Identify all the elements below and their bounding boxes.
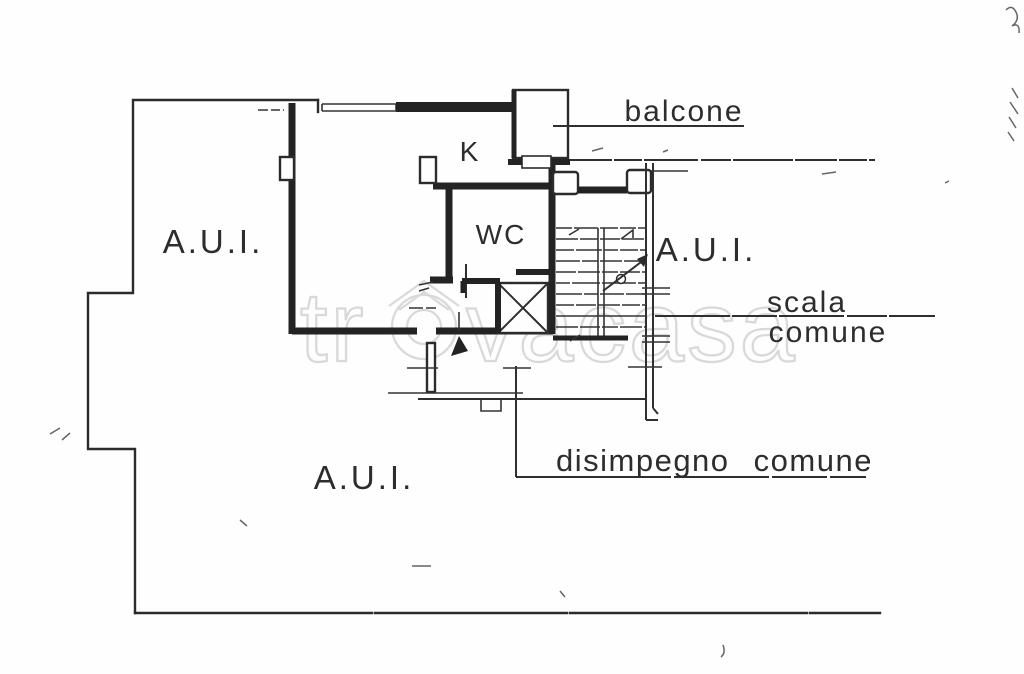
balcony-outline bbox=[511, 88, 570, 160]
hallway-lines bbox=[388, 125, 935, 478]
stair-direction-arrow-icon bbox=[602, 254, 648, 292]
room-label-wc: WC bbox=[476, 219, 527, 250]
kitchen-door-jamb bbox=[418, 155, 438, 185]
shaft-cross bbox=[497, 282, 549, 334]
stair-stringer bbox=[597, 228, 605, 338]
wall-tick-marks bbox=[628, 287, 670, 368]
room-label-aui-right: A.U.I. bbox=[656, 231, 757, 268]
room-label-aui-left: A.U.I. bbox=[163, 223, 264, 260]
apartment-walls bbox=[278, 102, 556, 394]
stair-treads bbox=[556, 227, 646, 328]
shaft-box bbox=[460, 278, 550, 335]
balcony bbox=[508, 88, 875, 169]
annotation-disimpegno-comune: disimpegno comune bbox=[556, 443, 873, 478]
staircase bbox=[551, 163, 688, 421]
balcony-window bbox=[521, 155, 552, 169]
stair-mark bbox=[620, 228, 634, 240]
annotation-scala: scala bbox=[767, 286, 847, 319]
stair-mark bbox=[568, 228, 581, 342]
annotation-scala-comune: comune bbox=[769, 316, 888, 349]
wall-jamb bbox=[278, 155, 296, 182]
scan-noise bbox=[49, 6, 1020, 658]
annotation-balcone: balcone bbox=[624, 95, 743, 128]
room-label-kitchen: K bbox=[460, 136, 481, 167]
door-swing-ticks bbox=[418, 281, 434, 292]
stair-right-wall bbox=[645, 163, 659, 421]
watermark-house-icon bbox=[388, 279, 460, 361]
room-label-aui-bottom: A.U.I. bbox=[314, 459, 415, 496]
watermark-text-prefix: tr bbox=[300, 271, 366, 382]
stair-pillar bbox=[625, 168, 653, 195]
plan-labels: A.U.I. A.U.I. A.U.I. K WC balcone scala … bbox=[163, 95, 888, 496]
entrance-arrow-icon bbox=[451, 336, 468, 356]
window-top bbox=[321, 103, 397, 112]
outer-boundary bbox=[86, 98, 882, 615]
stair-pillar bbox=[551, 170, 580, 196]
